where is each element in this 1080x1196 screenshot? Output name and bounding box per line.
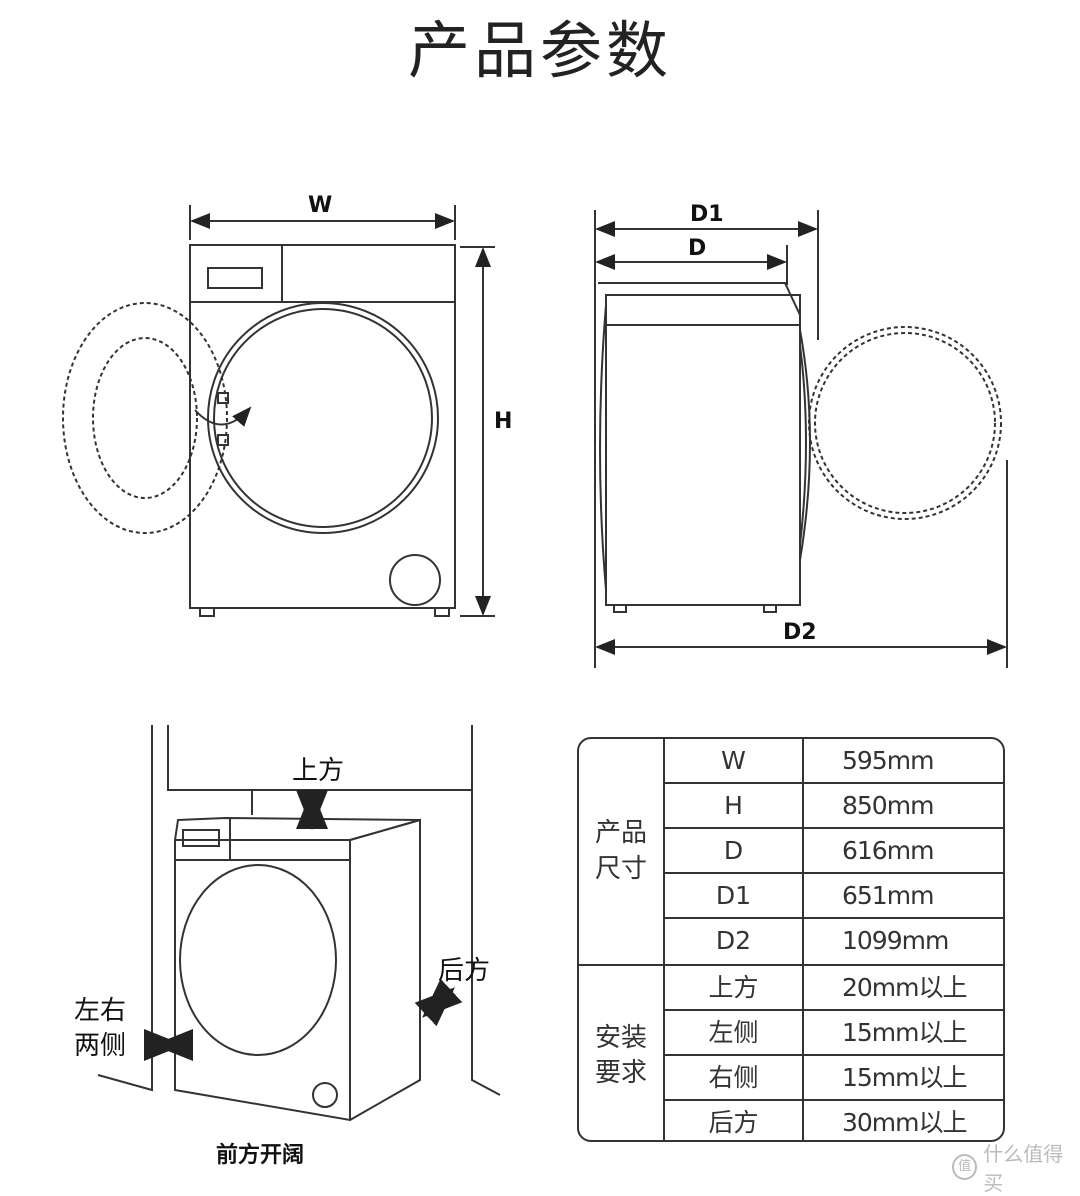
sides-clearance-label-2: 两侧 — [74, 1031, 127, 1061]
row-key: 后方 — [665, 1101, 804, 1140]
row-value: 616mm — [842, 836, 934, 865]
row-value: 595mm — [842, 746, 934, 775]
group-install-label: 安装 要求 — [579, 966, 665, 1140]
row-key: W — [665, 739, 804, 782]
watermark: 值 什么值得买 — [952, 1138, 1080, 1196]
row-value: 30mm以上 — [842, 1108, 968, 1137]
back-clearance-label: 后方 — [438, 956, 491, 986]
spec-table: 产品 尺寸 安装 要求 W 595mm H 850mm D 616mm D1 651mm… — [577, 737, 1005, 1142]
sides-clearance-label-1: 左右 — [74, 996, 127, 1026]
table-row: 左侧 15mm以上 — [665, 1011, 1003, 1056]
d2-label: D2 — [783, 620, 817, 645]
table-row: D2 1099mm — [665, 919, 1003, 966]
row-key: 左侧 — [665, 1011, 804, 1054]
row-value: 15mm以上 — [842, 1063, 968, 1092]
d1-label: D1 — [690, 202, 724, 227]
row-value: 15mm以上 — [842, 1018, 968, 1047]
front-view — [62, 205, 495, 617]
row-key: D2 — [665, 919, 804, 964]
group-dimensions-label: 产品 尺寸 — [579, 739, 665, 966]
row-value: 20mm以上 — [842, 973, 968, 1002]
row-key: D1 — [665, 874, 804, 917]
table-row: D1 651mm — [665, 874, 1003, 919]
row-value: 850mm — [842, 791, 934, 820]
table-row: 右侧 15mm以上 — [665, 1056, 1003, 1101]
row-key: 上方 — [665, 966, 804, 1009]
watermark-text: 什么值得买 — [983, 1142, 1064, 1195]
page-title: 产品参数 — [407, 14, 672, 87]
height-label: H — [494, 409, 513, 434]
side-view — [594, 210, 1008, 668]
row-value: 651mm — [842, 881, 934, 910]
table-row: 后方 30mm以上 — [665, 1101, 1003, 1140]
table-row: D 616mm — [665, 829, 1003, 874]
front-clearance-label: 前方开阔 — [216, 1143, 305, 1168]
width-label: W — [308, 193, 333, 218]
top-clearance-label: 上方 — [292, 756, 345, 786]
row-key: 右侧 — [665, 1056, 804, 1099]
table-row: 上方 20mm以上 — [665, 966, 1003, 1011]
row-key: D — [665, 829, 804, 872]
row-key: H — [665, 784, 804, 827]
table-row: W 595mm — [665, 739, 1003, 784]
table-row: H 850mm — [665, 784, 1003, 829]
watermark-logo-icon: 值 — [952, 1154, 978, 1180]
install-view — [97, 725, 501, 1122]
row-value: 1099mm — [842, 926, 949, 955]
d-label: D — [688, 236, 707, 261]
